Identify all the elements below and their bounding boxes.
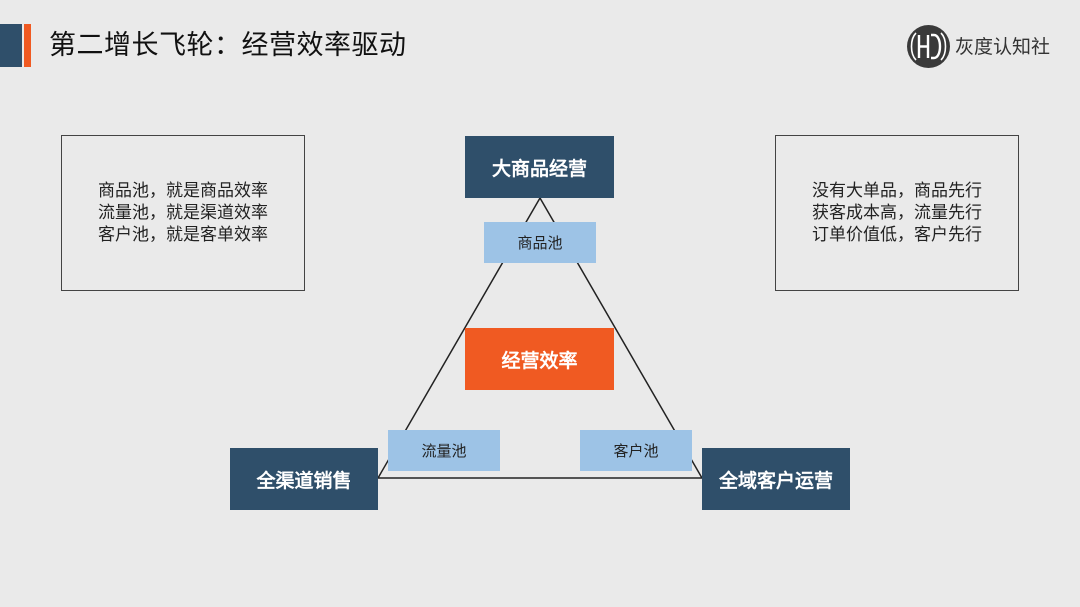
left-note-box: 商品池，就是商品效率 流量池，就是渠道效率 客户池，就是客单效率: [61, 135, 305, 291]
right-note-line: 订单价值低，客户先行: [812, 225, 982, 245]
left-note-line: 客户池，就是客单效率: [98, 225, 268, 245]
right-note-line: 获客成本高，流量先行: [812, 203, 982, 223]
left-note-line: 流量池，就是渠道效率: [98, 203, 268, 223]
brand-name: 灰度认知社: [955, 36, 1051, 58]
edge-label-top: 商品池: [484, 222, 596, 263]
title-accent-bar-blue: [0, 24, 22, 67]
right-note-box: 没有大单品，商品先行 获客成本高，流量先行 订单价值低，客户先行: [775, 135, 1019, 291]
brand-logo-icon: [907, 25, 950, 68]
title-accent-bar-orange: [24, 24, 31, 67]
edge-label-right: 客户池: [580, 430, 692, 471]
edge-label-left: 流量池: [388, 430, 500, 471]
node-center: 经营效率: [465, 328, 614, 390]
node-left: 全渠道销售: [230, 448, 378, 510]
left-note-line: 商品池，就是商品效率: [98, 181, 268, 201]
right-note-line: 没有大单品，商品先行: [812, 181, 982, 201]
node-right: 全域客户运营: [702, 448, 850, 510]
node-top: 大商品经营: [465, 136, 614, 198]
page-title: 第二增长飞轮：经营效率驱动: [49, 30, 407, 61]
